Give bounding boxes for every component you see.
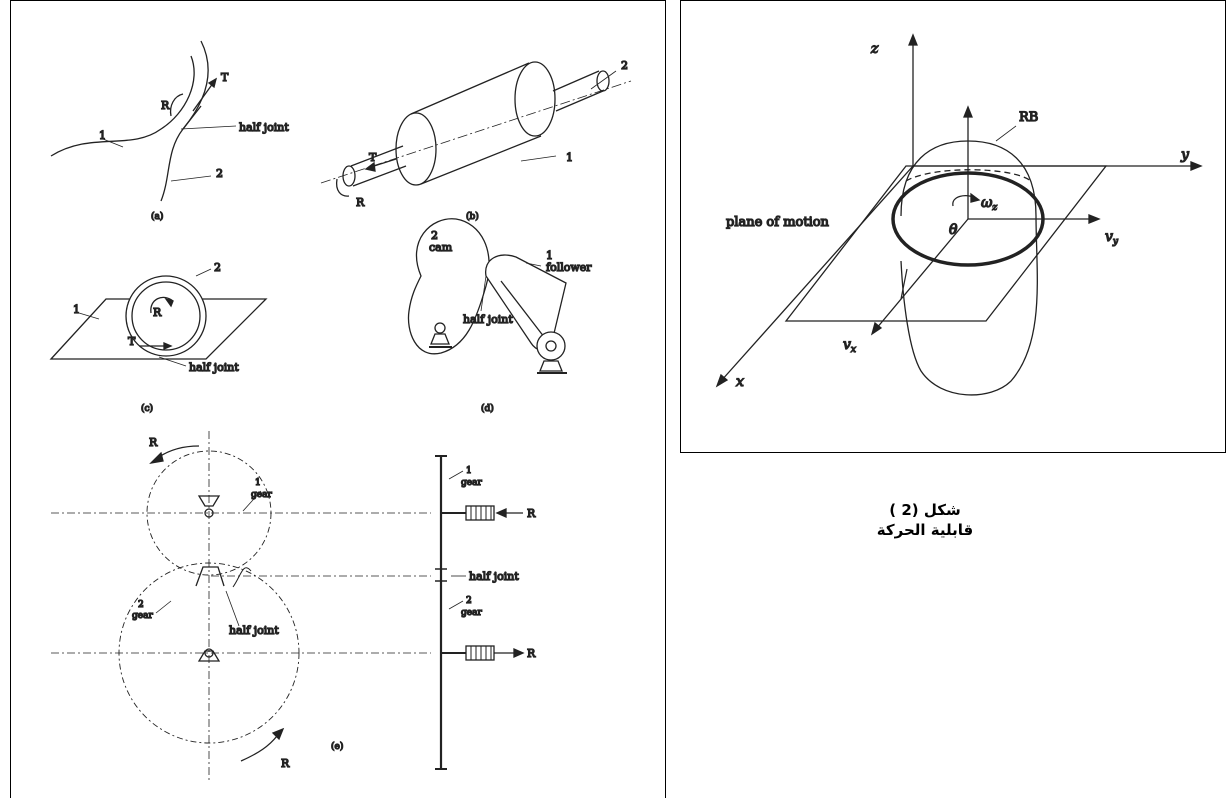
subfigure-a: 1 2 R T half joint (a) [50, 40, 290, 223]
label-plane-of-motion: plane of motion [726, 215, 830, 230]
b-label-R: R [356, 196, 365, 209]
label-vx: vx [843, 337, 856, 355]
a-label-2: 2 [216, 167, 223, 180]
e-side-2-num: 2 [466, 596, 472, 606]
label-vy: vy [1105, 229, 1119, 247]
e-gear2-word: gear [132, 611, 153, 621]
label-theta: θ [949, 222, 958, 238]
b-caption: (b) [466, 211, 479, 222]
e-gear1-num: 1 [255, 478, 261, 488]
d-label-cam: cam [429, 241, 453, 254]
e-side-half: half joint [469, 570, 519, 583]
plane-of-motion [784, 165, 1108, 322]
c-label-half: half joint [189, 361, 239, 374]
e-label-R-top: R [149, 436, 158, 449]
joint-types-diagram: 1 2 R T half joint (a) 1 2 R T (b) [49, 40, 632, 781]
e-side-2-word: gear [461, 608, 482, 618]
a-caption: (a) [151, 211, 163, 222]
e-side-R-bottom: R [527, 647, 536, 660]
subfigure-c: 1 2 R T half joint (c) [49, 260, 268, 415]
d-label-half: half joint [463, 313, 513, 326]
right-figure-panel: z y x RB plane of motion θ ωz vy vx [680, 0, 1226, 453]
axis-x-label: x [736, 374, 744, 390]
caption-line-2: قابلية الحركة [876, 521, 974, 539]
a-label-R: R [161, 99, 170, 112]
b-label-2: 2 [621, 59, 628, 72]
label-RB: RB [1019, 110, 1038, 125]
d-label-follower: follower [546, 261, 592, 274]
e-gear1-word: gear [251, 490, 272, 500]
e-side-1-num: 1 [466, 466, 472, 476]
e-label-half-left: half joint [229, 624, 279, 637]
planar-motion-diagram: z y x RB plane of motion θ ωz vy vx [715, 33, 1203, 396]
a-label-T: T [221, 71, 229, 84]
d-label-1: 1 [546, 249, 553, 262]
label-omega: ωz [981, 195, 997, 213]
left-figure-panel: 1 2 R T half joint (a) 1 2 R T (b) [10, 0, 666, 798]
a-label-1: 1 [99, 129, 106, 142]
axis-z-label: z [870, 41, 879, 57]
axis-y-label: y [1180, 147, 1190, 163]
subfigure-e: R R 1 gear 2 gear half joint (e) 1 gear … [51, 431, 537, 781]
e-caption: (e) [331, 741, 343, 752]
d-caption: (d) [481, 403, 494, 414]
c-label-T: T [128, 335, 136, 348]
d-label-2: 2 [431, 229, 438, 242]
c-label-R: R [153, 306, 162, 319]
b-label-1: 1 [566, 151, 573, 164]
e-gear2-num: 2 [138, 600, 144, 610]
e-side-R-top: R [527, 507, 536, 520]
figure-caption: شكل (2 ) قابلية الحركة [805, 500, 1045, 540]
subfigure-b: 1 2 R T (b) [320, 58, 632, 223]
e-side-1-word: gear [461, 478, 482, 488]
a-label-half: half joint [239, 121, 289, 134]
caption-line-1: شكل (2 ) [889, 501, 961, 519]
b-label-T: T [369, 151, 377, 164]
c-caption: (c) [141, 403, 153, 414]
c-label-2: 2 [214, 261, 221, 274]
e-label-R-bottom: R [281, 757, 290, 770]
c-label-1: 1 [73, 303, 80, 316]
subfigure-d: 2 cam 1 follower half joint (d) [407, 218, 593, 415]
